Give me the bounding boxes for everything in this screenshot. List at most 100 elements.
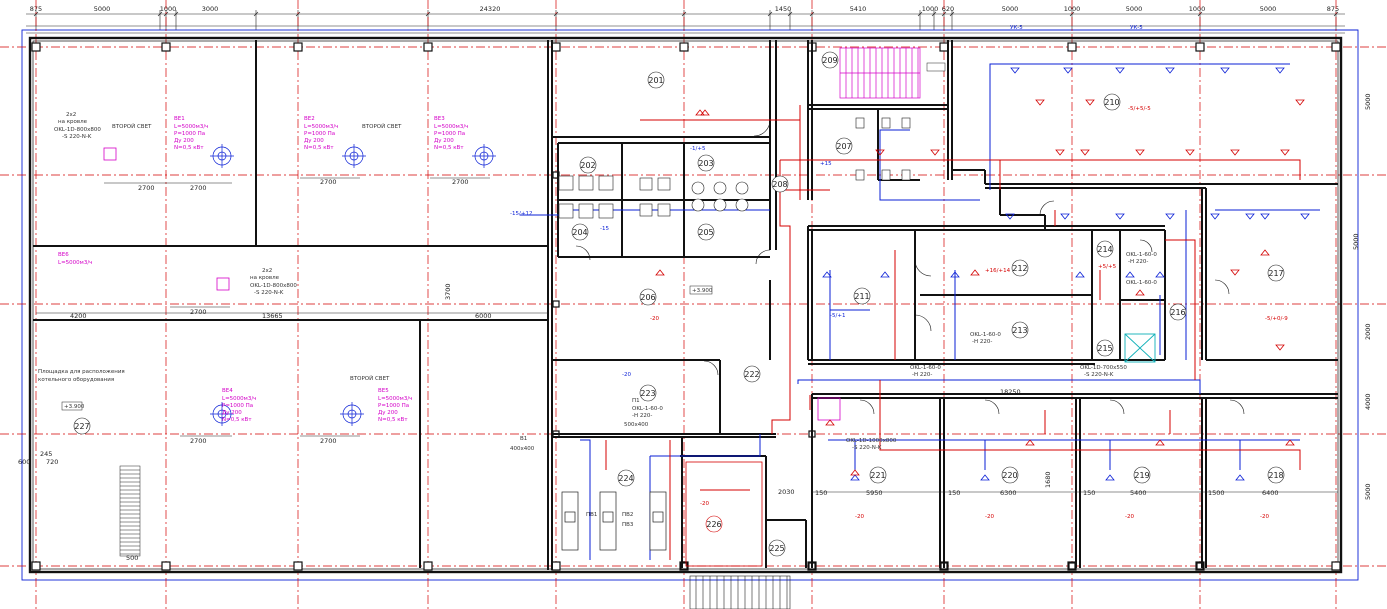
fan-ve2-spec4: N=0,5 кВт [304, 145, 334, 151]
room-number-207: 207 [836, 142, 851, 151]
room-tag-226: 226 [705, 515, 723, 533]
second-light-labels: ВТОРОЙ СВЕТ ВТОРОЙ СВЕТ ВТОРОЙ СВЕТ [112, 123, 402, 382]
dim-4000-right: 4000 [1364, 393, 1372, 410]
dim-6300: 6300 [1000, 489, 1017, 497]
dim-1000-a: 1000 [160, 5, 177, 13]
dim-150-b: 150 [1083, 489, 1095, 497]
dim-2030: 2030 [778, 488, 795, 496]
fan-ve4-spec2: Р=1000 Па [222, 403, 253, 409]
staircase-209 [839, 47, 921, 99]
room-tag-206: 206 [639, 288, 657, 306]
fan-ve1-spec2: Р=1000 Па [174, 131, 205, 137]
room-tag-215: 215 [1096, 339, 1114, 357]
fan-ve2: ВЕ2 [304, 116, 315, 122]
room-number-221: 221 [870, 471, 885, 480]
dim-3000: 3000 [202, 5, 219, 13]
room-tag-201: 201 [647, 71, 665, 89]
room-tag-225: 225 [768, 539, 786, 557]
eq-h220-b: -H 220- [912, 372, 932, 378]
inner-dimensions: 2700 2700 2700 2700 2700 2700 2700 4200 … [18, 93, 1372, 562]
dim-18250: 18250 [1000, 388, 1021, 396]
room-number-212: 212 [1012, 264, 1027, 273]
dim-150-a: 150 [948, 489, 960, 497]
eq-v1-size: 400х400 [510, 446, 535, 452]
eq-okl800-b: OKL-1D-800х800 [250, 283, 297, 289]
staircase-227 [119, 465, 141, 557]
room-number-220: 220 [1002, 471, 1017, 480]
room-number-223: 223 [640, 389, 655, 398]
room-tag-210: 210 [1103, 93, 1121, 111]
eq-h220-d: -H 220- [1128, 259, 1148, 265]
room-number-217: 217 [1268, 269, 1283, 278]
fan-ve3-spec3: Ду 200 [434, 138, 454, 144]
dim-500: 500 [126, 554, 138, 562]
dim-875-right: 875 [1327, 5, 1339, 13]
fan-ve4-spec3: Ду 200 [222, 410, 242, 416]
note-r-4: +5/+5 [1098, 264, 1117, 270]
room-tag-211: 211 [853, 287, 871, 305]
note-r-10: -20 [700, 501, 709, 507]
dim-1000-b: 1000 [922, 5, 939, 13]
fan-ve5-spec4: N=0,5 кВт [378, 417, 408, 423]
room-number-219: 219 [1134, 471, 1149, 480]
room-number-204: 204 [572, 228, 587, 237]
dim-5000-c: 5000 [1126, 5, 1143, 13]
room-tag-217: 217 [1267, 264, 1285, 282]
supply-diffusers [822, 67, 1310, 481]
room-tag-218: 218 [1267, 466, 1285, 484]
eq-s220-b: -S 220-N-K [254, 290, 284, 296]
note-b-5: -5/+1 [830, 313, 845, 319]
room-tag-220: 220 [1001, 466, 1019, 484]
fan-ve3-spec2: Р=1000 Па [434, 131, 465, 137]
room-number-215: 215 [1097, 344, 1112, 353]
room-tag-222: 222 [743, 365, 761, 383]
dim-5400: 5400 [1130, 489, 1147, 497]
interior-walls [33, 40, 1338, 570]
dim-2700-d: 2700 [452, 178, 469, 186]
eq-pv2: ПВ2 [622, 512, 633, 518]
eq-h220-c: -H 220- [972, 339, 992, 345]
room-tag-214: 214 [1096, 240, 1114, 258]
room-tag-216: 216 [1169, 303, 1187, 321]
eq-roof-a: на кровле [58, 119, 88, 125]
level-marks: +3.900 +3.900 [61, 285, 713, 411]
dim-5410: 5410 [850, 5, 867, 13]
vent-units-224 [561, 491, 667, 551]
room-tag-209: 209 [821, 51, 839, 69]
room-number-206: 206 [640, 293, 655, 302]
room-tag-224: 224 [617, 469, 635, 487]
second-light-3: ВТОРОЙ СВЕТ [350, 375, 390, 382]
note-b-1: -1/+5 [690, 146, 706, 152]
axis-label-uk5-b: УК-5 [1130, 25, 1143, 31]
dim-1500: 1500 [1208, 489, 1225, 497]
fan-ve3: ВЕ3 [434, 116, 445, 122]
eq-okl160-c: OKL-1-60-0 [970, 332, 1001, 338]
eq-s220-a: -S 220-N-K [62, 134, 92, 140]
platform-note-line1: Площадка для расположения [38, 369, 125, 375]
fan-ve1-spec4: N=0,5 кВт [174, 145, 204, 151]
roof-units [103, 147, 841, 421]
dim-6000: 6000 [475, 312, 492, 320]
eq-h220-a: -H 220- [632, 413, 652, 419]
fan-ve5-spec2: Р=1000 Па [378, 403, 409, 409]
dim-2700-g: 2700 [320, 437, 337, 445]
fan-ve1-spec1: L=5000м3/ч [174, 124, 208, 130]
eq-v1: В1 [520, 436, 527, 442]
level-mark-209 [926, 62, 946, 72]
fan-ve5: ВЕ5 [378, 388, 389, 394]
dim-5000-a: 5000 [94, 5, 111, 13]
dim-1680: 1680 [1044, 471, 1052, 488]
fan-ve1-spec3: Ду 200 [174, 138, 194, 144]
level-mark-227: +3.900 [64, 404, 85, 410]
room-tag-202: 202 [579, 156, 597, 174]
room-tag-212: 212 [1011, 259, 1029, 277]
room-226-boundary [685, 461, 763, 567]
unit-215 [1124, 333, 1156, 363]
eq-okl160-b: OKL-1-60-0 [910, 365, 941, 371]
room-tag-221: 221 [869, 466, 887, 484]
dim-2700-e: 2700 [190, 308, 207, 316]
note-r-8: -20 [855, 514, 864, 520]
room-tag-205: 205 [697, 223, 715, 241]
door-swings [575, 119, 1245, 415]
eq-okl800-a: OKL-1D-800х800 [54, 127, 101, 133]
